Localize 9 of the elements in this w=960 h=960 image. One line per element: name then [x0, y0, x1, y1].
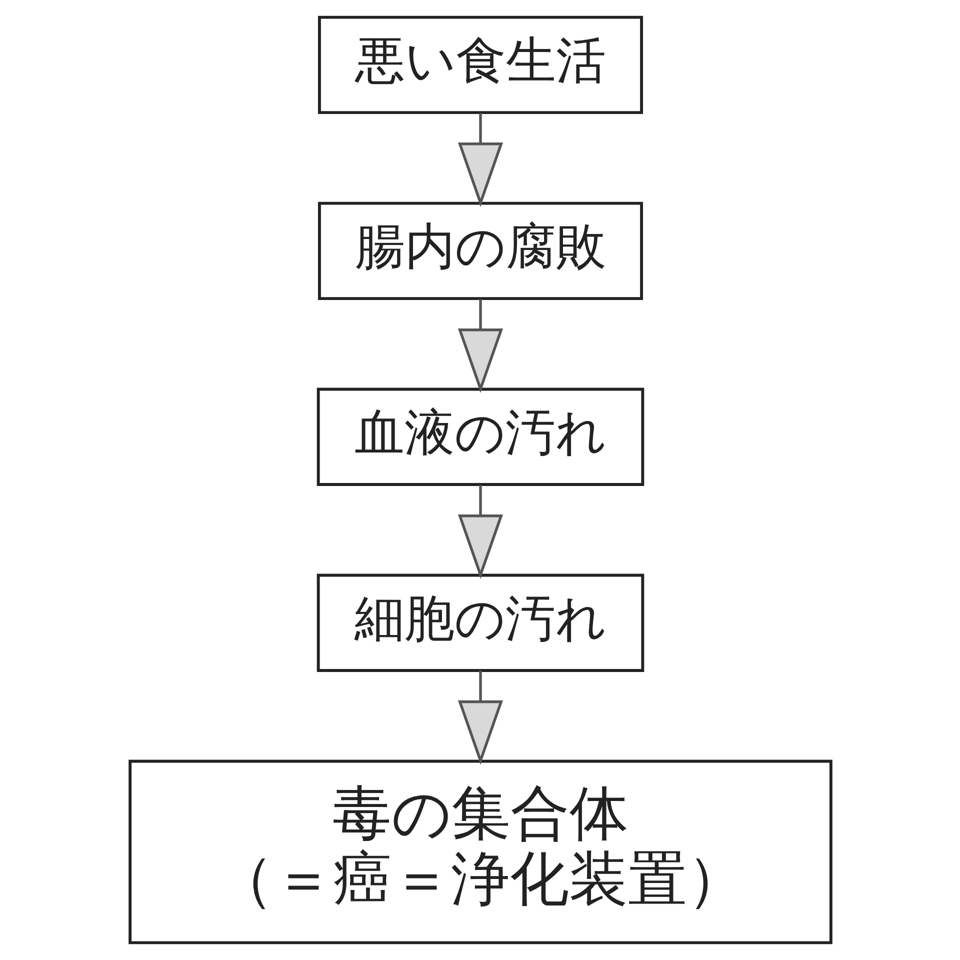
- node-box: 腸内の腐敗: [317, 202, 643, 300]
- arrow: [457, 670, 503, 765]
- node-box: 細胞の汚れ: [316, 574, 644, 672]
- node-box: 悪い食生活: [317, 16, 643, 114]
- arrow: [457, 113, 503, 207]
- arrow: [457, 298, 503, 393]
- node-box: 毒の集合体 （＝癌＝浄化装置）: [128, 760, 832, 944]
- node-box: 血液の汚れ: [316, 388, 644, 486]
- arrow: [457, 484, 503, 579]
